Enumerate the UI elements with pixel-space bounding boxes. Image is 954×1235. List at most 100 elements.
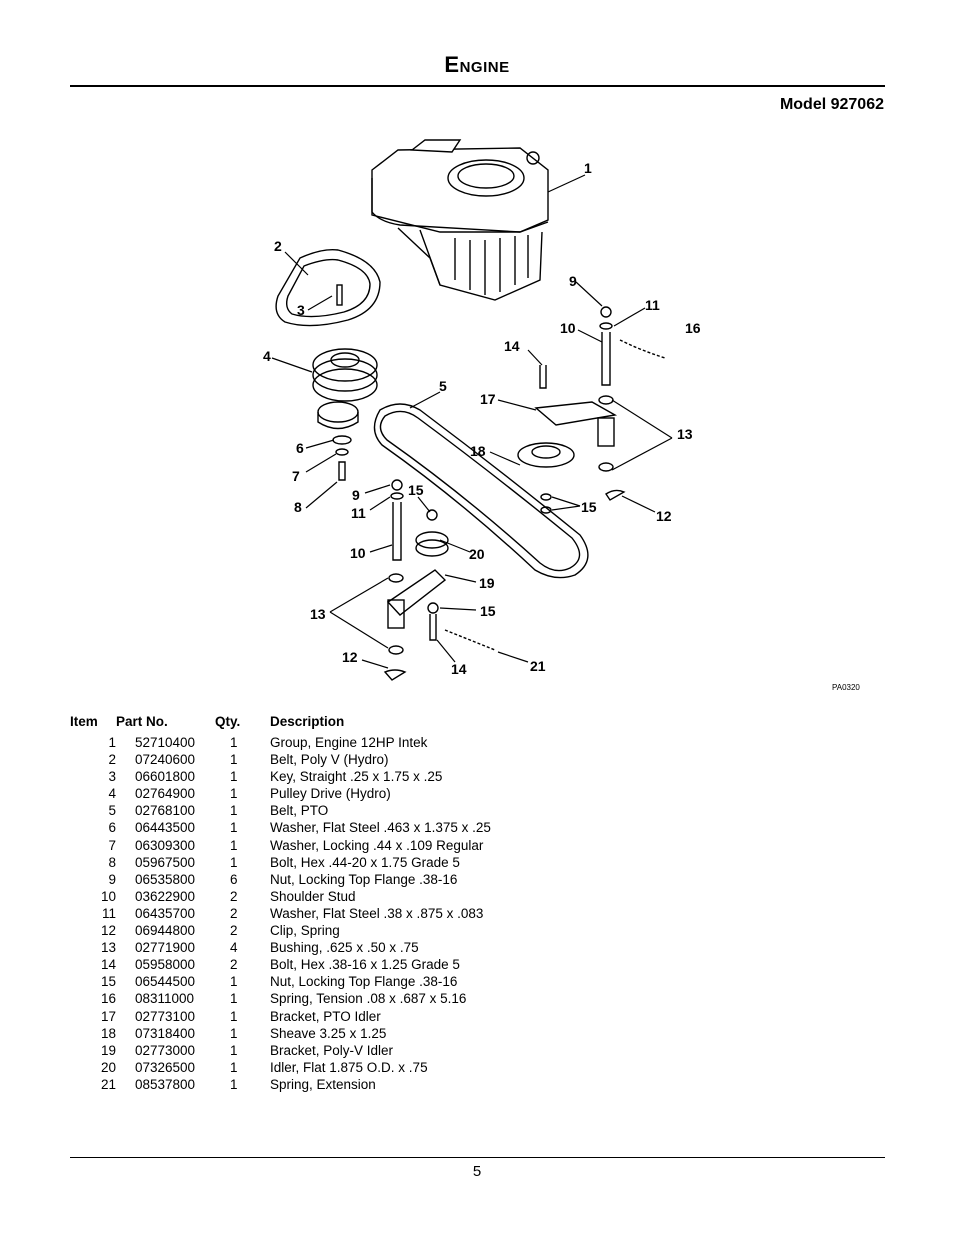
description-cell: Belt, PTO: [270, 803, 329, 819]
item-number: 14: [100, 957, 116, 973]
callout-label: 11: [645, 297, 660, 313]
item-cell: 3: [70, 768, 116, 785]
qty-cell: 1: [230, 803, 238, 819]
callout-label: 18: [470, 443, 486, 459]
diagram-code: PA0320: [832, 683, 860, 692]
table-row: 13 02771900 4 Bushing, .625 x .50 x .75: [70, 939, 690, 956]
page-title: Engine: [444, 52, 510, 77]
callout-label: 15: [408, 482, 424, 498]
model-number: Model 927062: [779, 96, 884, 113]
callout-label: 3: [297, 302, 305, 318]
part-number-cell: 07240600: [135, 752, 196, 768]
item-number: 3: [108, 769, 116, 785]
qty-cell: 1: [230, 1059, 238, 1075]
header-description: Description: [270, 713, 345, 729]
item-cell: 19: [70, 1042, 116, 1059]
item-cell: 1: [70, 734, 116, 751]
item-number: 9: [108, 871, 116, 887]
callout-label: 4: [263, 348, 271, 364]
description-cell: Washer, Flat Steel .38 x .875 x .083: [270, 905, 484, 921]
item-cell: 15: [70, 973, 116, 990]
item-number: 18: [100, 1025, 116, 1041]
item-number: 7: [108, 837, 116, 853]
item-number: 8: [108, 854, 116, 870]
part-number-cell: 07326500: [135, 1059, 196, 1075]
item-cell: 6: [70, 819, 116, 836]
item-cell: 5: [70, 802, 116, 819]
callout-label: 5: [439, 378, 447, 394]
part-number-cell: 05967500: [135, 854, 196, 870]
description-cell: Bolt, Hex .38-16 x 1.25 Grade 5: [270, 957, 460, 973]
part-number-cell: 08537800: [135, 1076, 196, 1092]
drive-pulley: [312, 348, 378, 430]
callout-label: 8: [294, 499, 302, 515]
item-number: 20: [100, 1059, 116, 1075]
callout-label: 12: [342, 649, 358, 665]
part-number-cell: 05958000: [135, 957, 196, 973]
part-number-cell: 02773000: [135, 1042, 196, 1058]
item-cell: 16: [70, 990, 116, 1007]
item-number: 2: [108, 752, 116, 768]
description-cell: Key, Straight .25 x 1.75 x .25: [270, 769, 443, 785]
description-cell: Bolt, Hex .44-20 x 1.75 Grade 5: [270, 854, 460, 870]
description-cell: Belt, Poly V (Hydro): [270, 752, 389, 768]
part-number-cell: 06309300: [135, 837, 196, 853]
description-cell: Idler, Flat 1.875 O.D. x .75: [270, 1059, 428, 1075]
part-number-cell: 06944800: [135, 923, 196, 939]
qty-cell: 1: [230, 752, 238, 768]
part-number-cell: 06443500: [135, 820, 196, 836]
item-number: 21: [100, 1076, 116, 1092]
description-cell: Clip, Spring: [270, 923, 340, 939]
poly-v-belt: [275, 248, 381, 327]
callout-label: 13: [310, 606, 326, 622]
part-number-cell: 03622900: [135, 888, 196, 904]
table-row: 2 07240600 1 Belt, Poly V (Hydro): [70, 751, 690, 768]
callout-label: 7: [292, 468, 300, 484]
qty-cell: 1: [230, 1008, 238, 1024]
callout-label: 13: [677, 426, 693, 442]
item-cell: 20: [70, 1059, 116, 1076]
callout-label: 1: [584, 160, 592, 176]
qty-cell: 4: [230, 940, 238, 956]
qty-cell: 1: [230, 1025, 238, 1041]
item-number: 13: [100, 940, 116, 956]
callout-label: 20: [469, 546, 485, 562]
description-cell: Shoulder Stud: [270, 888, 356, 904]
part-number-cell: 06544500: [135, 974, 196, 990]
qty-cell: 2: [230, 905, 238, 921]
page-number: 5: [472, 1163, 482, 1180]
item-cell: 13: [70, 939, 116, 956]
callout-label: 10: [350, 545, 366, 561]
qty-cell: 1: [230, 769, 238, 785]
table-row: 20 07326500 1 Idler, Flat 1.875 O.D. x .75: [70, 1059, 690, 1076]
item-cell: 10: [70, 888, 116, 905]
callout-label: 15: [480, 603, 496, 619]
qty-cell: 2: [230, 888, 238, 904]
qty-cell: 1: [230, 735, 238, 750]
part-number-cell: 02771900: [135, 940, 196, 956]
item-cell: 17: [70, 1008, 116, 1025]
item-number: 5: [108, 803, 116, 819]
callout-label: 14: [504, 338, 520, 354]
item-number: 4: [108, 786, 116, 802]
description-cell: Washer, Flat Steel .463 x 1.375 x .25: [270, 820, 491, 836]
callout-label: 9: [352, 487, 360, 503]
callout-label: 10: [560, 320, 576, 336]
part-number-cell: 02773100: [135, 1008, 196, 1024]
header-part-no: Part No.: [116, 713, 168, 729]
item-number: 11: [101, 905, 116, 921]
item-number: 17: [100, 1008, 116, 1024]
callout-labels: 1 2 3 4 5 6 7 8 9 11 10 9 11 10 14 16 17…: [263, 160, 701, 677]
description-cell: Bushing, .625 x .50 x .75: [270, 940, 419, 956]
